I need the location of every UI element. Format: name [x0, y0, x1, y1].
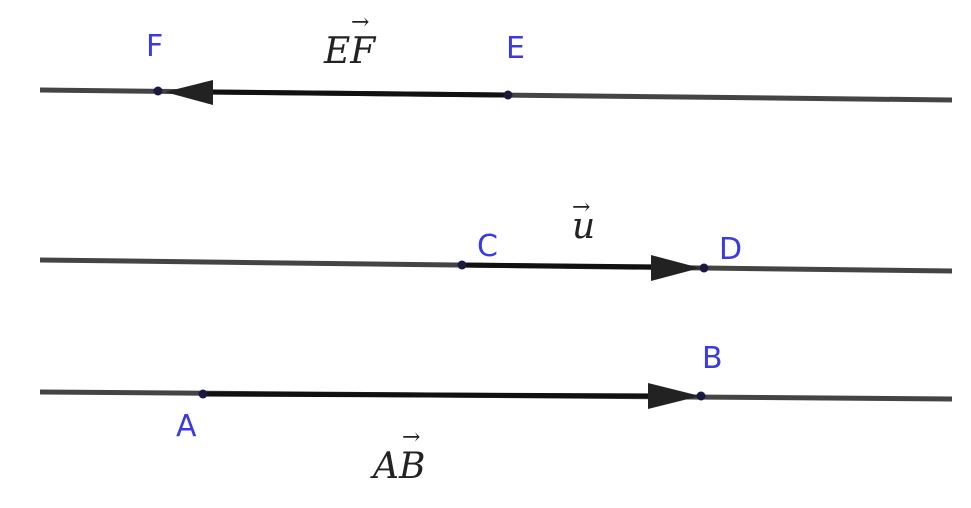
vector-ef-arrow-icon: → — [351, 10, 369, 35]
vector-ef-segment — [199, 89, 509, 98]
vector-ab-segment — [202, 391, 666, 399]
vector-u-arrow-icon: → — [572, 195, 590, 220]
label-vector-ab: AB — [370, 446, 425, 487]
vector-u-segment — [461, 262, 666, 270]
label-a: A — [176, 409, 197, 444]
vector-ab-arrowhead — [648, 383, 700, 409]
label-vector-u: u — [572, 206, 595, 247]
point-d — [699, 263, 709, 273]
point-f — [153, 86, 163, 96]
point-e — [503, 90, 513, 100]
label-d: D — [719, 232, 742, 267]
label-b: B — [702, 341, 723, 376]
vector-ab-arrow-icon: → — [402, 425, 420, 450]
point-c — [457, 260, 467, 270]
label-e: E — [506, 31, 525, 66]
label-f: F — [146, 29, 163, 64]
point-b — [696, 391, 706, 401]
label-c: C — [477, 229, 498, 264]
vector-ef-arrowhead — [165, 80, 213, 105]
point-a — [198, 389, 208, 399]
vector-u-arrowhead — [651, 255, 700, 281]
label-vector-ef: EF — [323, 31, 377, 72]
